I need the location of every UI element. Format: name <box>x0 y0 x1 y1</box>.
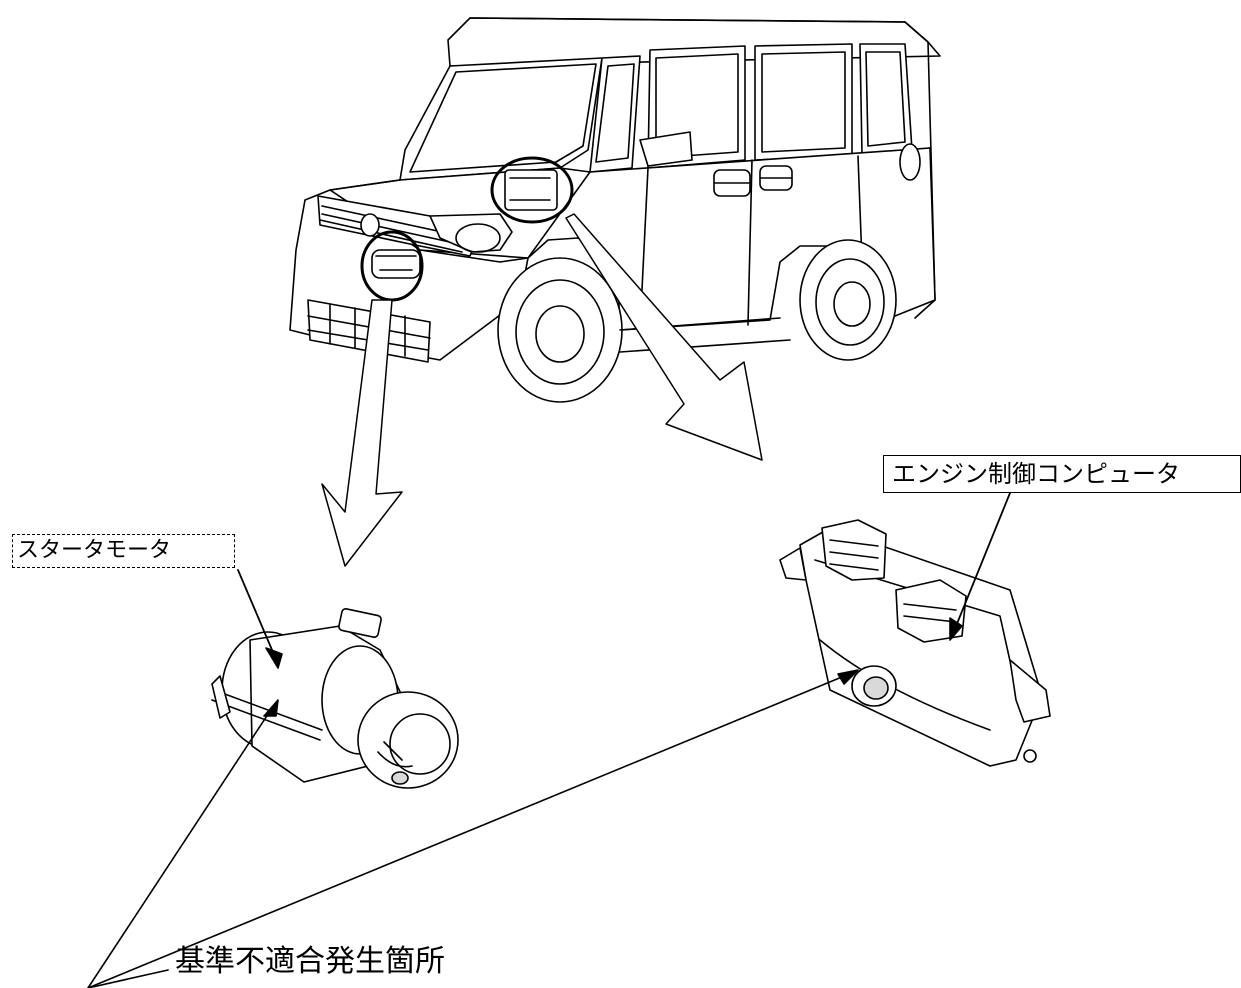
ecu-callout-arrow <box>565 213 763 461</box>
vehicle-illustration <box>289 17 941 403</box>
engine-ecu-label: エンジン制御コンピュータ <box>883 455 1241 493</box>
starter-label-arrowhead <box>265 647 283 669</box>
starter-motor-label: スタータモータ <box>12 534 235 568</box>
ecu-label-arrowhead <box>949 617 963 641</box>
engine-ecu-marker <box>490 156 574 224</box>
nonconformity-location-label: 基準不適合発生箇所 <box>175 944 445 979</box>
starter-motor-illustration <box>211 608 459 789</box>
ecu-label-leader <box>951 492 1011 637</box>
starter-callout-arrow <box>321 299 403 567</box>
fault-leader-to-starter <box>87 704 275 988</box>
fault-arrowhead-starter <box>263 699 279 717</box>
fault-leader-to-ecu-tail <box>87 969 169 988</box>
fault-leader-to-ecu <box>87 671 855 988</box>
engine-ecu-illustration <box>779 519 1051 767</box>
starter-label-leader <box>237 569 279 665</box>
fault-arrowhead-ecu <box>837 669 859 685</box>
